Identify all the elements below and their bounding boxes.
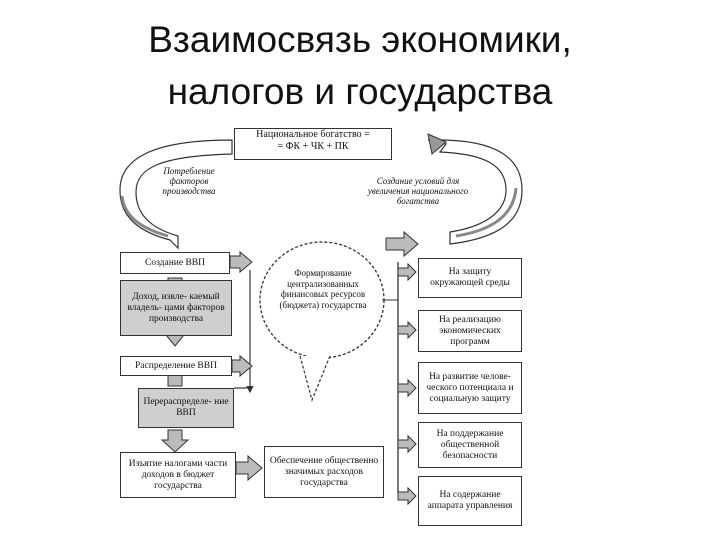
cloud-text: Формирование централизованных финансовых… [279,268,367,310]
economic-programs-box: На реализацию экономических программ [418,310,522,352]
title-line-1: Взаимосвязь экономики, [148,19,572,60]
cloud-shape [259,241,385,402]
public-expenses-box: Обеспечение общественно значимых расходо… [264,446,384,498]
public-safety-box: На поддержание общественной безопасности [418,422,522,468]
block-arrows [229,230,419,482]
national-wealth-line-2: = ФК + ЧК + ПК [277,141,349,152]
right-arc-ribbon [427,133,523,245]
national-wealth-line-1: Национальное богатство = [256,129,370,140]
tax-withdrawal-box: Изъятие налогами части доходов в бюджет … [120,452,236,498]
left-arc-label: Потребление факторов производства [162,166,216,196]
right-bracket [382,262,417,506]
left-arc-ribbon [119,139,233,250]
gdp-distribution-box: Распределение ВВП [120,356,232,376]
create-gdp-box: Создание ВВП [120,252,230,274]
gdp-redistribution-box: Перераспределе- ние ВВП [138,388,234,428]
human-potential-box: На развитие челове- ческого потенциала и… [418,362,522,414]
national-wealth-box: Национальное богатство = = ФК + ЧК + ПК [234,128,392,160]
environment-box: На защиту окружающей среды [418,258,522,298]
title-line-2: налогов и государства [167,71,553,112]
slide-title: Взаимосвязь экономики, налогов и государ… [0,14,720,118]
owner-income-box: Доход, извле- каемый владель- цами факто… [120,280,232,336]
right-arc-label: Создание условий для увеличения национал… [367,176,469,206]
admin-apparatus-box: На содержание аппарата управления [418,476,522,526]
